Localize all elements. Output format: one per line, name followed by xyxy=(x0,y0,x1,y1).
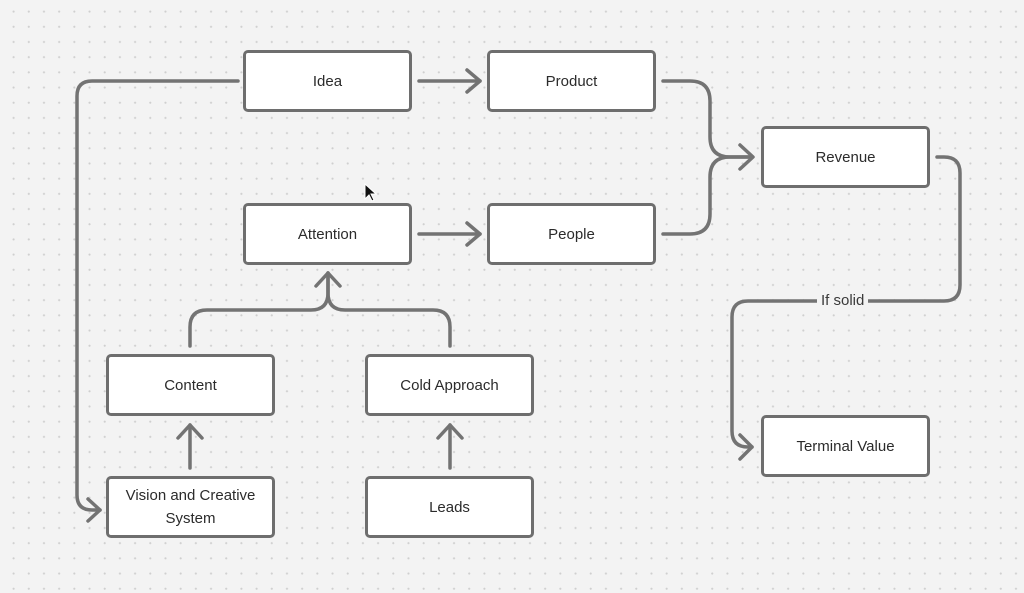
node-cold-approach[interactable]: Cold Approach xyxy=(365,354,534,416)
connector-content-to-attention xyxy=(188,271,330,348)
node-cold-approach-label: Cold Approach xyxy=(400,376,499,394)
connector-cold-approach-to-attention xyxy=(326,271,452,348)
node-people-label: People xyxy=(548,225,595,243)
connector-idea-to-vision xyxy=(75,79,240,512)
arrowhead-cold-approach xyxy=(436,423,464,440)
connector-product-to-revenue xyxy=(661,79,754,159)
node-terminal-value[interactable]: Terminal Value xyxy=(761,415,930,477)
arrowhead-product xyxy=(465,68,482,94)
node-vision-label-line2: System xyxy=(165,510,216,527)
node-leads-label: Leads xyxy=(429,498,470,516)
node-revenue[interactable]: Revenue xyxy=(761,126,930,188)
node-idea[interactable]: Idea xyxy=(243,50,412,112)
node-content[interactable]: Content xyxy=(106,354,275,416)
node-product[interactable]: Product xyxy=(487,50,656,112)
arrowhead-people xyxy=(465,221,482,247)
arrowhead-content xyxy=(176,423,204,440)
node-attention[interactable]: Attention xyxy=(243,203,412,265)
node-product-label: Product xyxy=(545,72,598,90)
node-terminal-value-label: Terminal Value xyxy=(796,437,895,455)
node-revenue-label: Revenue xyxy=(815,148,876,166)
node-idea-label: Idea xyxy=(312,72,343,90)
arrowhead-terminal-value xyxy=(738,433,754,461)
node-vision-label-line1: Vision and Creative xyxy=(125,487,256,504)
arrowhead-vision xyxy=(86,497,102,523)
arrowhead-attention xyxy=(314,271,342,288)
mouse-pointer-icon xyxy=(364,183,378,202)
node-content-label: Content xyxy=(164,376,217,394)
node-vision-and-creative-system[interactable]: Vision and Creative System xyxy=(106,476,275,538)
node-people[interactable]: People xyxy=(487,203,656,265)
connector-people-to-revenue xyxy=(661,155,754,236)
edge-label-if-solid[interactable]: If solid xyxy=(817,292,869,310)
node-attention-label: Attention xyxy=(297,225,358,243)
arrowhead-revenue xyxy=(738,143,755,171)
node-leads[interactable]: Leads xyxy=(365,476,534,538)
